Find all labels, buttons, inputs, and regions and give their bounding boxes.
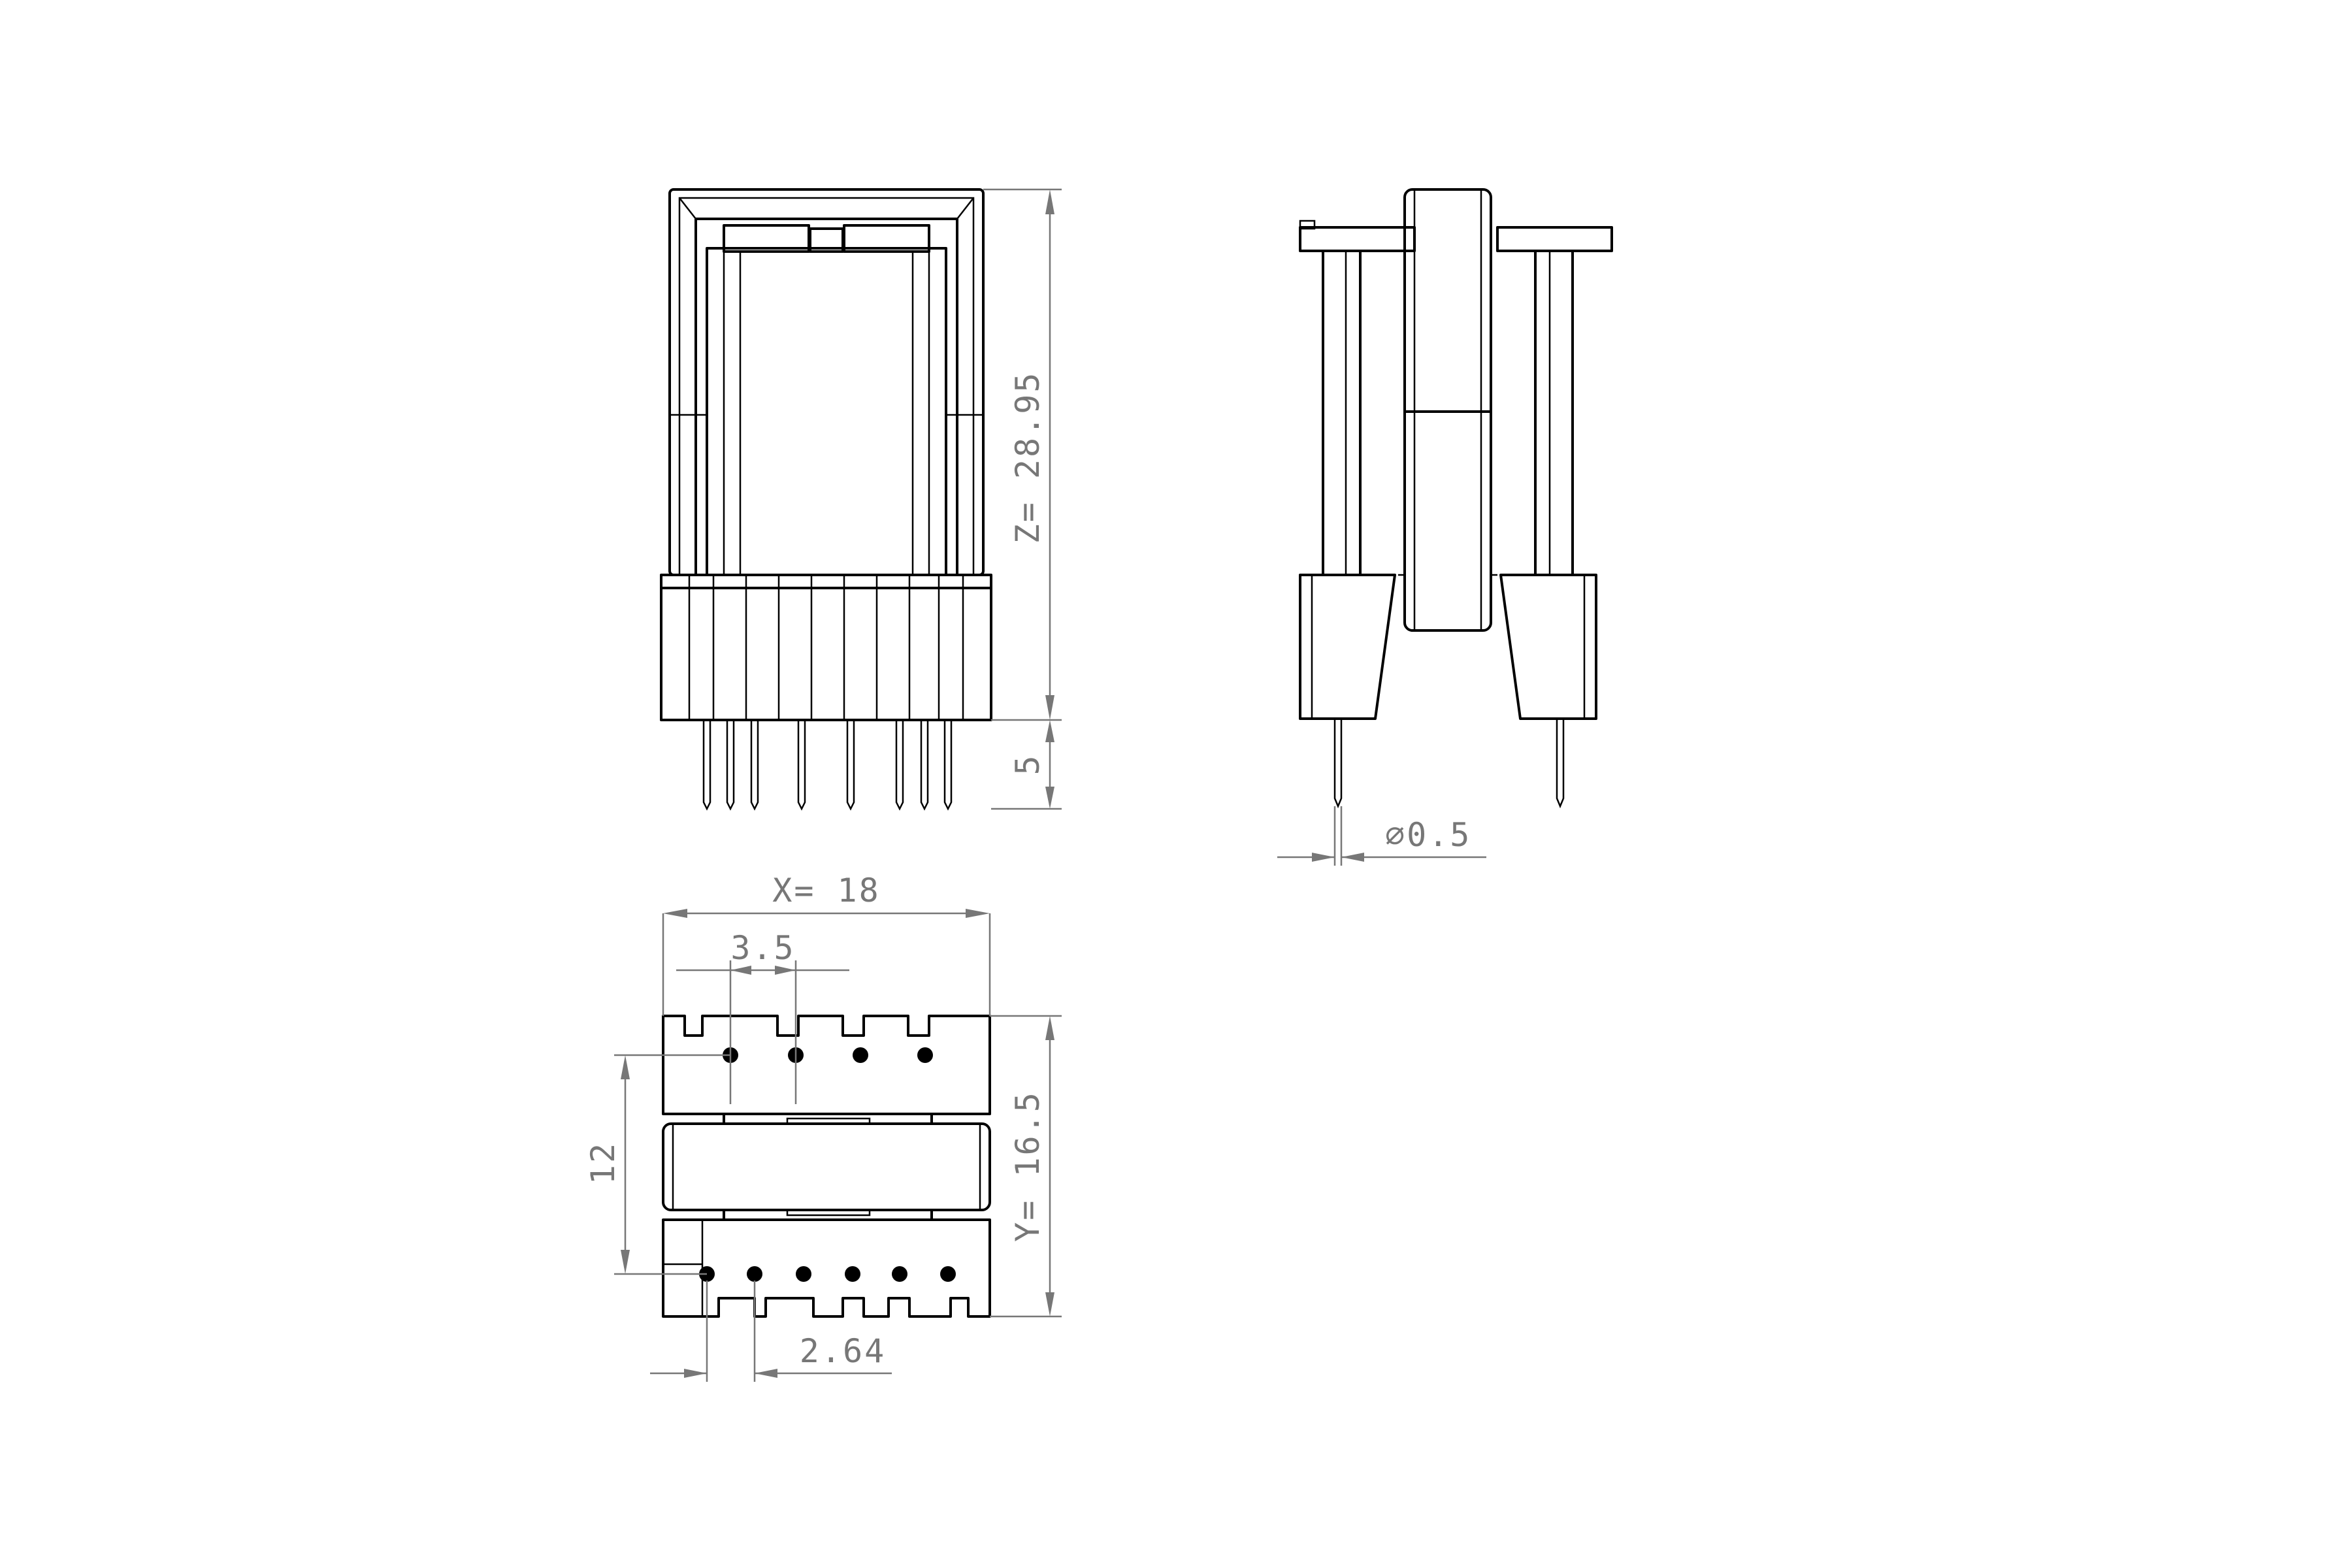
front-pins xyxy=(702,720,953,811)
dimension-row-spacing: 12 xyxy=(584,1054,730,1275)
side-core xyxy=(1398,188,1497,632)
front-bobbin xyxy=(706,224,947,576)
bottom-bottom-row xyxy=(662,1218,991,1318)
pin-length-label: 5 xyxy=(1009,753,1047,775)
side-posts xyxy=(1322,251,1574,575)
side-view: ∅0.5 xyxy=(1277,188,1613,866)
depth-dimension-label: Y= 16.5 xyxy=(1009,1090,1047,1242)
pin-pitch-label: 3.5 xyxy=(730,929,795,967)
side-bases xyxy=(1299,574,1597,720)
pin-diameter-label: ∅0.5 xyxy=(1385,816,1471,854)
front-view: Z= 28.95 5 xyxy=(660,188,1062,811)
side-flanges xyxy=(1299,220,1613,252)
height-dimension-label: Z= 28.95 xyxy=(1009,371,1047,544)
width-dimension-label: X= 18 xyxy=(772,872,881,909)
dimension-pin-length: 5 xyxy=(1009,720,1054,809)
dimension-height: Z= 28.95 xyxy=(983,188,1062,810)
bottom-pin-holes xyxy=(699,1047,956,1282)
pin-offset-label: 2.64 xyxy=(800,1332,886,1370)
front-base xyxy=(660,574,992,721)
dimension-pin-diameter: ∅0.5 xyxy=(1277,806,1486,866)
dimension-pin-pitch: 3.5 xyxy=(676,929,849,1104)
side-pins xyxy=(1333,719,1565,809)
dimension-depth: Y= 16.5 xyxy=(990,1015,1062,1318)
row-spacing-label: 12 xyxy=(584,1141,622,1184)
bottom-core xyxy=(662,1117,991,1221)
dimension-width: X= 18 xyxy=(662,872,991,1016)
bottom-view: X= 18 3.5 Y= 16.5 12 xyxy=(584,872,1062,1382)
dimension-pin-offset: 2.64 xyxy=(650,1281,892,1382)
bottom-top-row xyxy=(662,1015,991,1125)
